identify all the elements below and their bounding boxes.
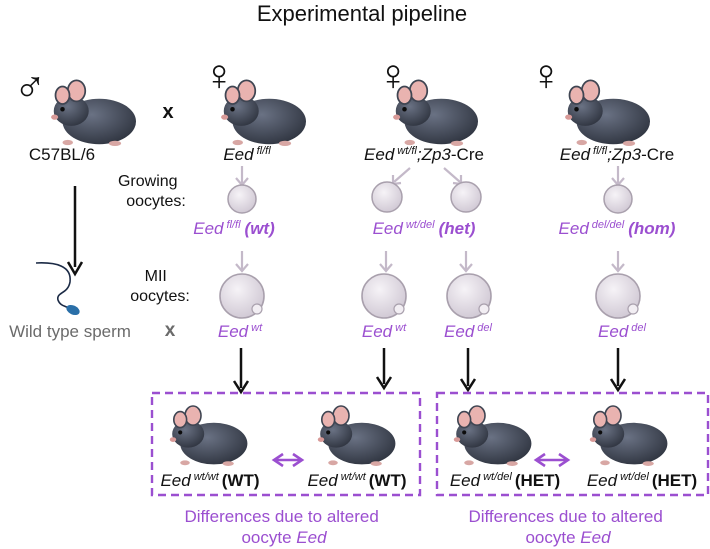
sperm-label: Wild type sperm: [9, 322, 131, 341]
growing-oocyte-4: [603, 184, 633, 214]
growing-stage-label: Growing oocytes:: [118, 173, 186, 210]
male-mouse-image: [50, 79, 137, 146]
mii-oocyte-2: [361, 273, 407, 319]
sperm-cross-symbol: x: [165, 320, 176, 341]
female-mouse-image-3: [564, 79, 651, 146]
het-comparison-box: [435, 391, 710, 497]
mii-oocyte-1: [219, 273, 265, 319]
diagram-title: Experimental pipeline: [257, 1, 467, 26]
het-compare-arrow: [533, 452, 571, 468]
black-arrows-offspring: [232, 348, 627, 395]
wt-comparison-box: [150, 391, 422, 497]
offspring-mouse-3: [452, 405, 533, 466]
female-mouse-image-2: [392, 79, 479, 146]
gray-arrows-growing: [235, 166, 625, 187]
offspring-mouse-1: [168, 405, 249, 466]
male-symbol: ♂: [14, 61, 47, 110]
female-symbol-3: ♀: [530, 51, 563, 100]
growing-oocyte-3: [450, 181, 482, 213]
wt-compare-arrow: [271, 452, 305, 468]
offspring-mouse-2: [316, 405, 397, 466]
growing-oocyte-1: [227, 184, 257, 214]
mii-stage-label: MII oocytes:: [130, 268, 190, 305]
gray-arrows-mii: [235, 251, 625, 273]
mii-oocyte-4: [595, 273, 641, 319]
male-strain-label: C57BL/6: [29, 145, 95, 164]
offspring-mouse-4: [588, 405, 669, 466]
mii-oocyte-3: [446, 273, 492, 319]
growing-oocyte-2: [371, 181, 403, 213]
parent-cross-symbol: x: [162, 101, 173, 123]
female-mouse-image-1: [220, 79, 307, 146]
differences-caption-1: Differences due to altered oocyte Eed: [184, 507, 383, 547]
sperm-icon: [35, 262, 80, 316]
differences-caption-2: Differences due to altered oocyte Eed: [468, 507, 667, 547]
